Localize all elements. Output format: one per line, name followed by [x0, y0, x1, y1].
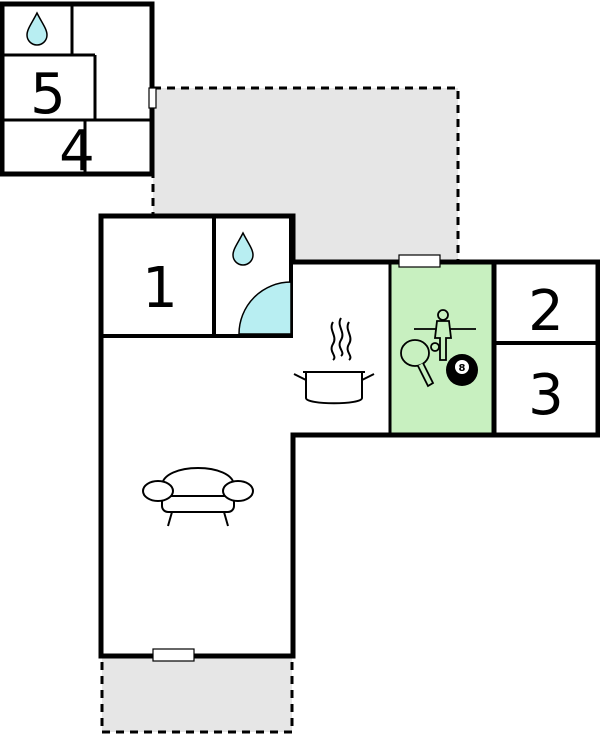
water-drop-icon — [26, 11, 48, 46]
terrace-south — [100, 654, 294, 734]
table-tennis-icon — [400, 339, 440, 388]
shower-icon — [238, 281, 292, 335]
cooking-pot-icon — [293, 317, 375, 405]
sofa-icon — [142, 467, 254, 527]
room-number-5: 5 — [30, 62, 66, 127]
billiard-ball-icon: 8 — [446, 354, 478, 386]
door — [148, 87, 157, 109]
table-football-icon — [414, 309, 476, 361]
door — [398, 254, 441, 268]
water-drop-icon — [232, 231, 254, 266]
billiard-ball-label: 8 — [459, 363, 466, 374]
door — [152, 648, 195, 662]
room-number-1: 1 — [142, 256, 178, 321]
room-number-3: 3 — [528, 363, 564, 428]
room-number-2: 2 — [528, 279, 564, 344]
room-number-4: 4 — [59, 119, 95, 184]
terrace-north — [151, 86, 460, 264]
